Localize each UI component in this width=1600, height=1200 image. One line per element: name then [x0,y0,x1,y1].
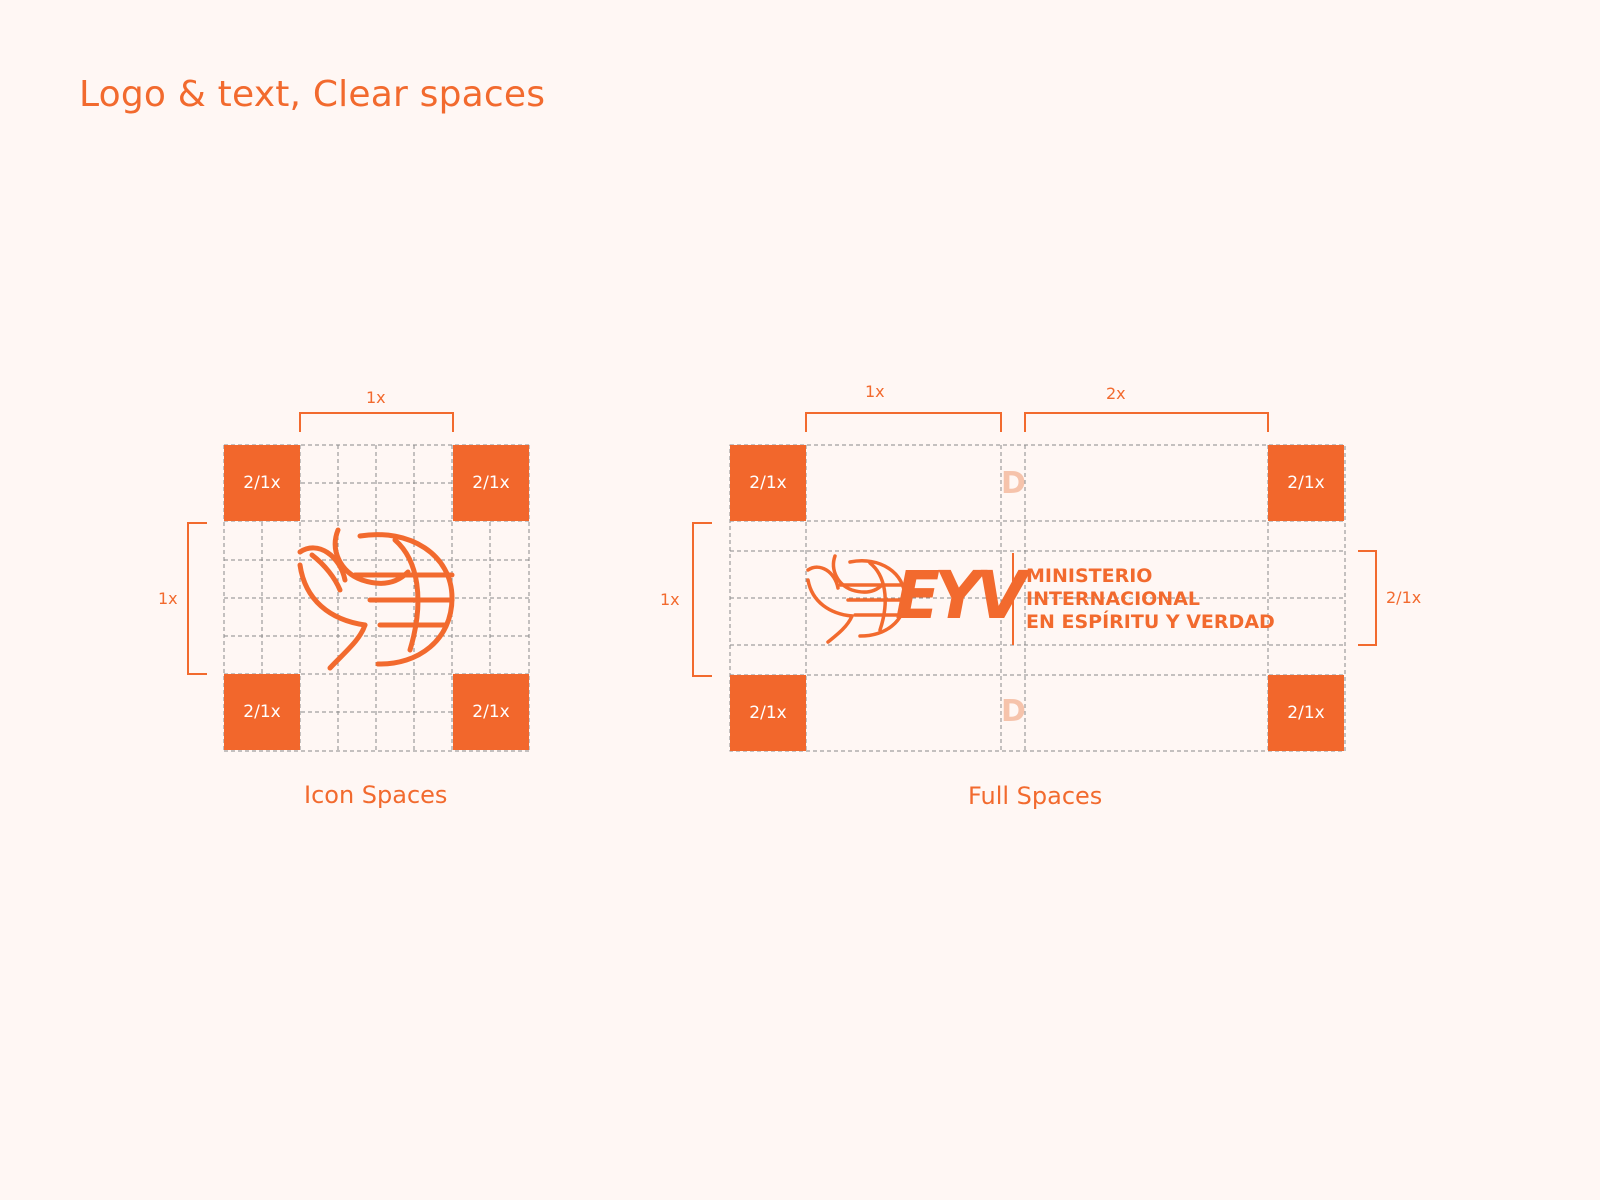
spacer-glyph-bottom: D [1001,694,1026,729]
full-corner-top-right: 2/1x [1268,445,1344,521]
full-right-dimension-label: 2/1x [1386,588,1422,607]
icon-spaces-caption: Icon Spaces [304,781,448,809]
full-left-bracket [692,522,712,677]
full-corner-bottom-right: 2/1x [1268,675,1344,751]
icon-corner-bottom-right: 2/1x [453,674,529,750]
page-title: Logo & text, Clear spaces [79,74,546,115]
logo-letters: EYV [895,557,1027,634]
wordmark: MINISTERIO INTERNACIONAL EN ESPÍRITU Y V… [1026,565,1275,634]
dove-globe-icon [297,527,455,671]
full-left-dimension-label: 1x [660,590,680,609]
full-top-left-bracket [805,412,1002,432]
full-spaces-panel: EYV MINISTERIO INTERNACIONAL EN ESPÍRITU… [660,382,1422,810]
full-top-left-dimension-label: 1x [865,382,885,401]
spacer-glyph-top: D [1001,466,1026,501]
full-spaces-caption: Full Spaces [968,782,1103,810]
full-spaces-grid [692,412,1377,752]
full-corner-bottom-left: 2/1x [730,675,806,751]
dove-globe-icon [806,554,907,644]
wordmark-line-2: INTERNACIONAL [1026,588,1201,610]
wordmark-line-3: EN ESPÍRITU Y VERDAD [1026,611,1275,633]
full-top-right-bracket [1024,412,1269,432]
icon-corner-top-right: 2/1x [453,445,529,521]
icon-left-bracket [187,522,207,675]
icon-top-bracket [299,412,454,432]
icon-spaces-panel: 2/1x 2/1x 2/1x 2/1x 1x 1x Icon Spaces [0,0,600,900]
full-corner-top-left: 2/1x [730,445,806,521]
full-top-right-dimension-label: 2x [1106,384,1126,403]
icon-top-dimension-label: 1x [366,388,386,407]
full-right-bracket [1358,550,1377,646]
wordmark-line-1: MINISTERIO [1026,565,1153,587]
icon-corner-top-left: 2/1x [224,445,300,521]
icon-left-dimension-label: 1x [158,589,178,608]
icon-corner-bottom-left: 2/1x [224,674,300,750]
